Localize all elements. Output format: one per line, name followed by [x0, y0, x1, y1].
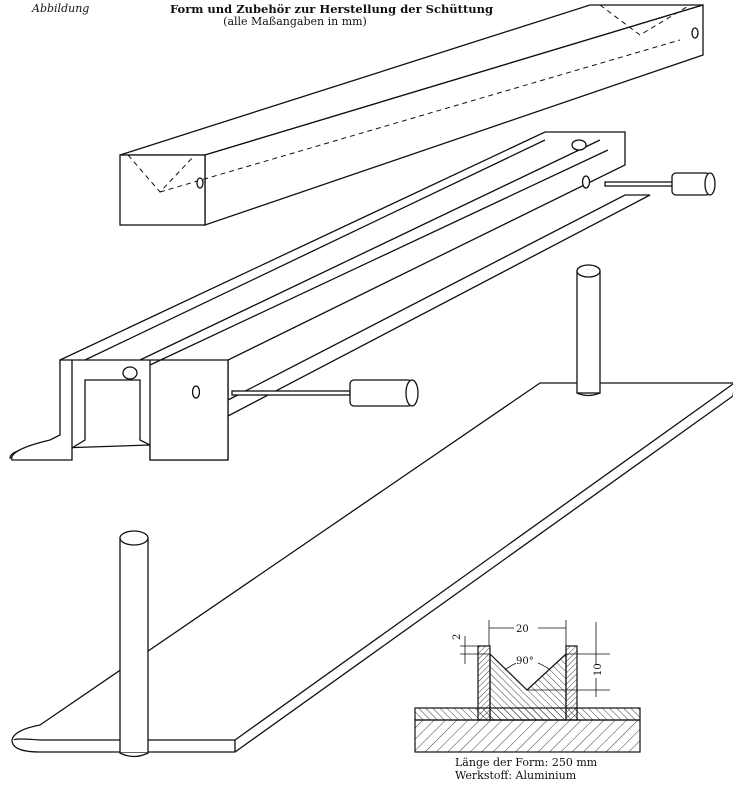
base-plate	[11, 264, 733, 758]
figure-subtitle: (alle Maßangaben in mm)	[223, 15, 367, 28]
rod-right	[576, 264, 601, 397]
screw-front	[231, 379, 419, 407]
caption-length: Länge der Form: 250 mm	[455, 756, 598, 769]
dim-wall: 2	[452, 634, 463, 640]
cross-section: 20 2 10 90°	[414, 620, 641, 753]
angle-label: 90°	[516, 656, 534, 667]
figure-title: Form und Zubehör zur Herstellung der Sch…	[170, 2, 494, 16]
rod-left	[119, 530, 149, 758]
insert-bar	[119, 4, 704, 226]
screw-back	[604, 172, 716, 196]
dim-height: 10	[593, 663, 604, 676]
figure-label: Abbildung	[32, 2, 90, 15]
caption-material: Werkstoff: Aluminium	[455, 769, 577, 782]
dim-width: 20	[516, 624, 529, 635]
mould	[9, 131, 716, 461]
